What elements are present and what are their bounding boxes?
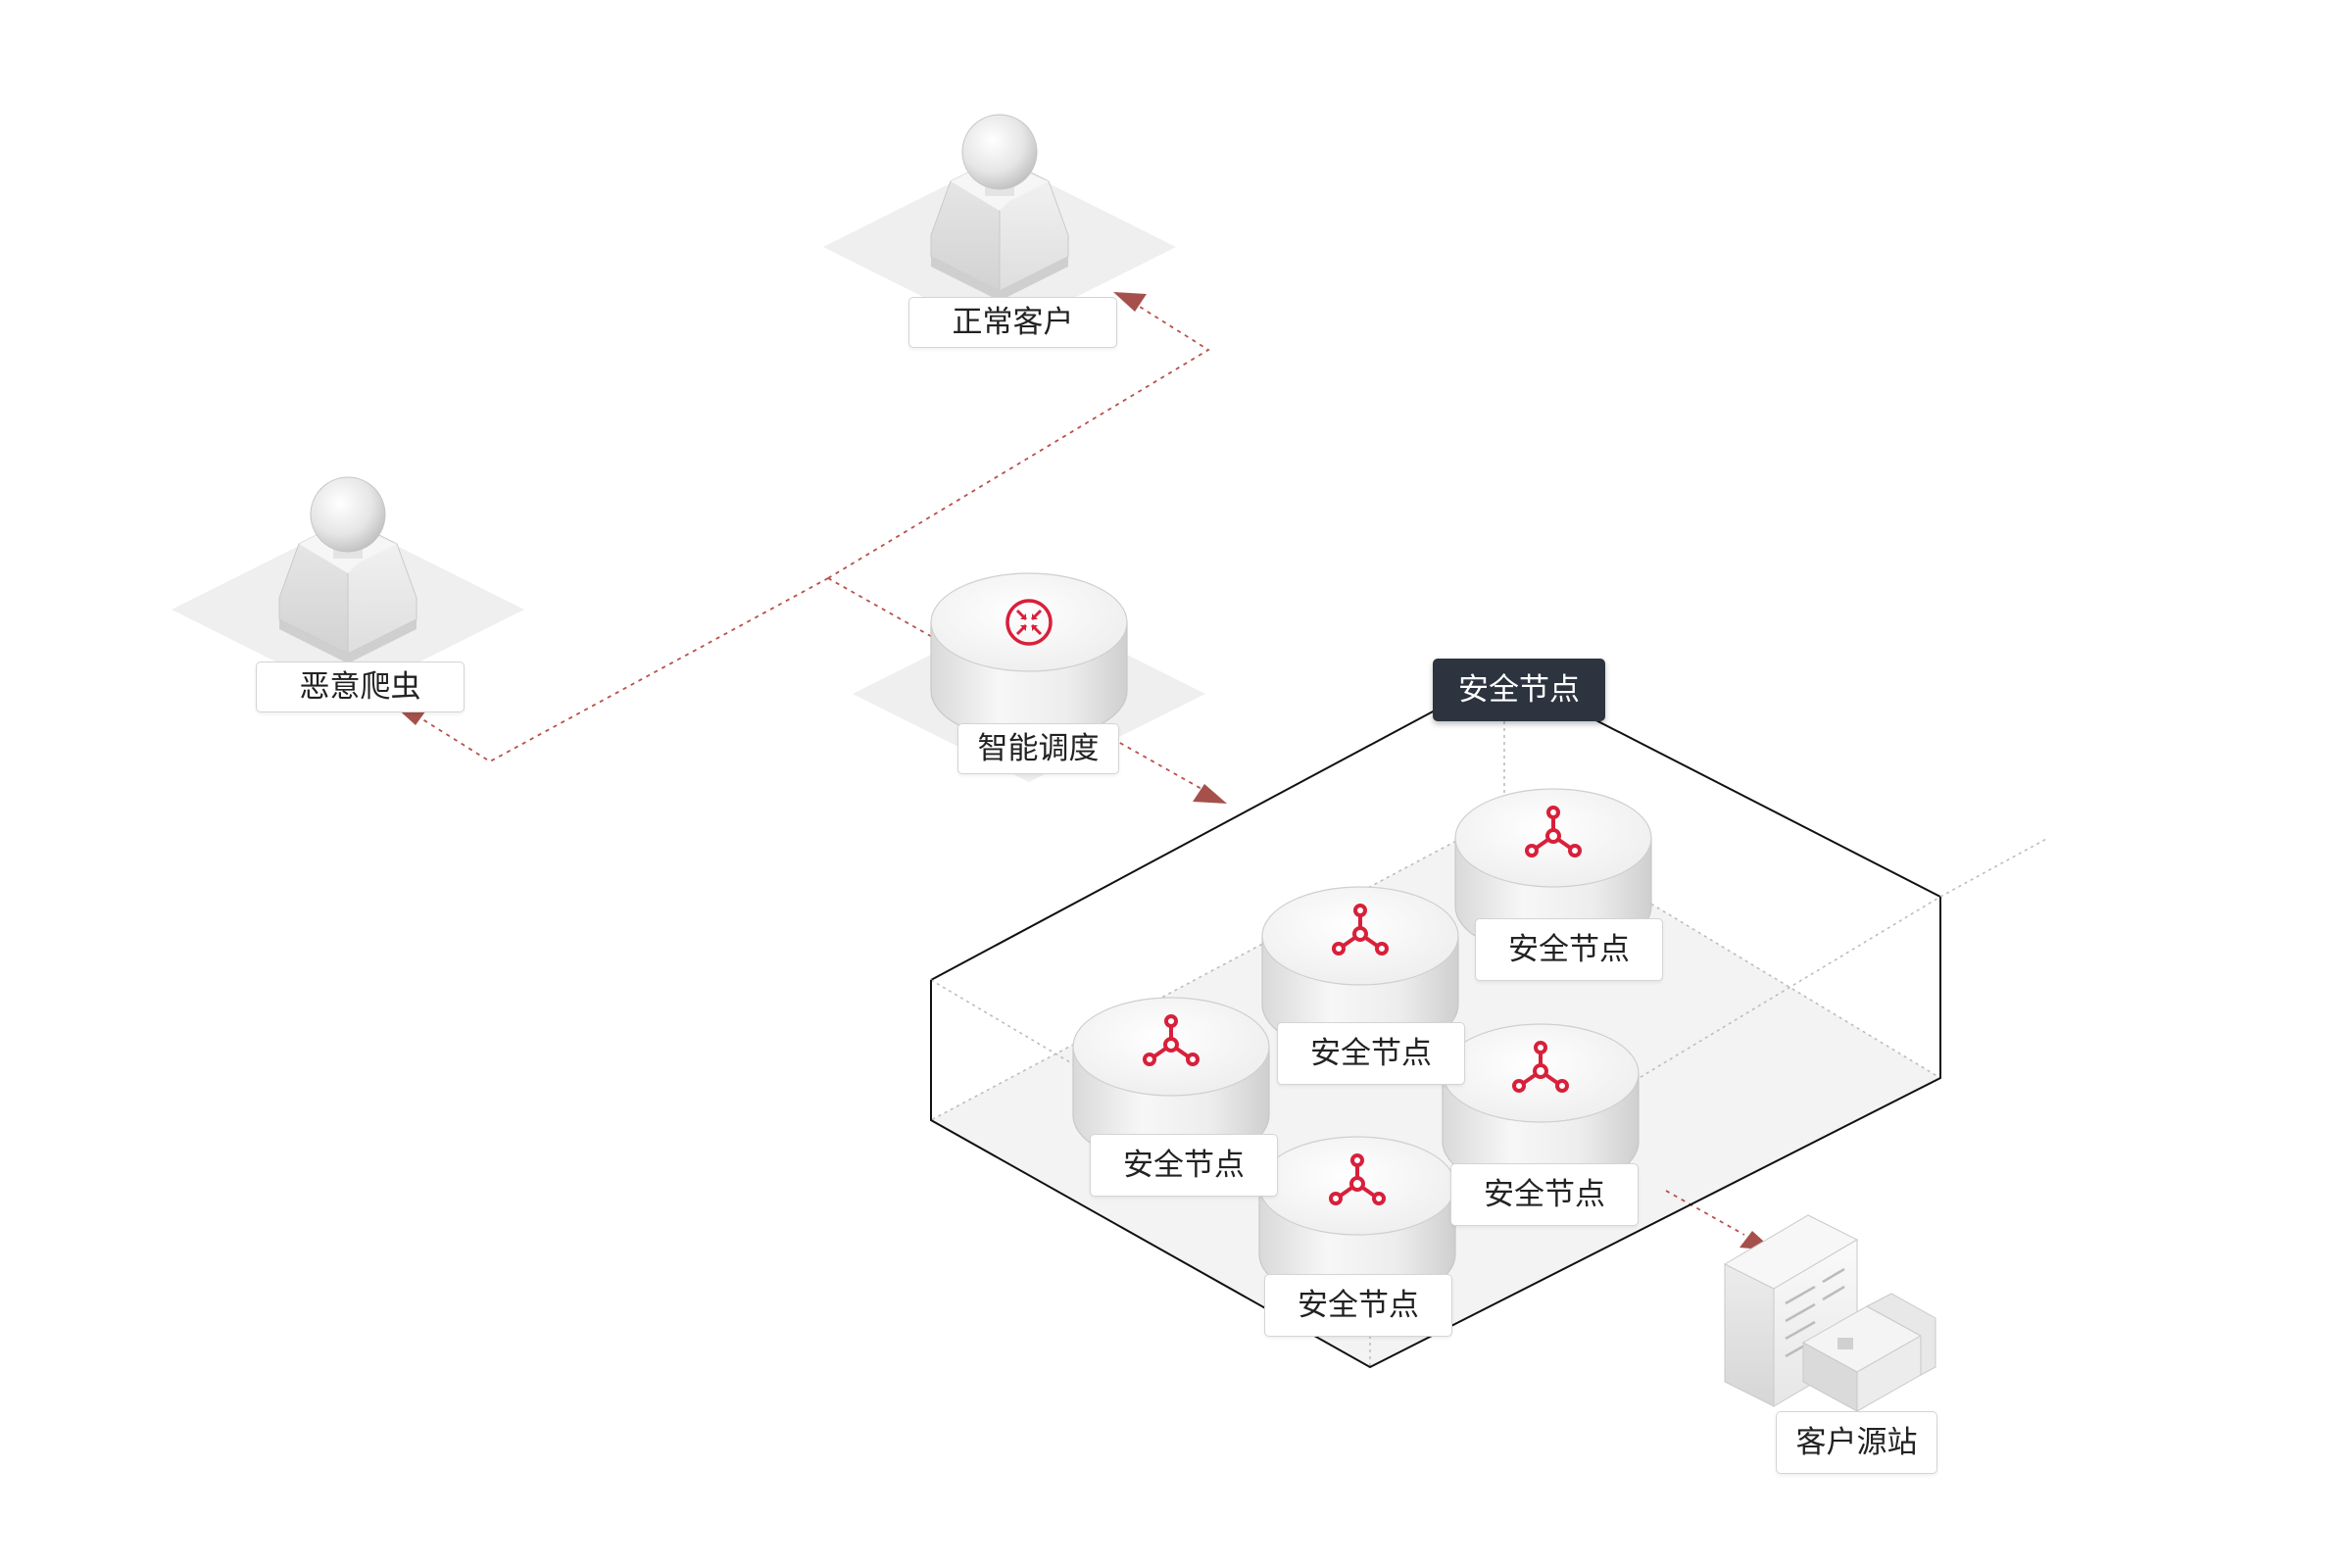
crawler-person-icon [278,476,417,663]
node-group-front-edges [930,897,1941,1369]
security-node-label-4: 安全节点 [1450,1163,1639,1226]
security-node-label-1: 安全节点 [1475,918,1663,981]
node-hub-icon [1143,1014,1200,1066]
security-node-label-2: 安全节点 [1277,1022,1465,1085]
scheduler-disk [930,572,1128,741]
server-building-icon [1723,1214,1936,1412]
flow-lines [411,301,1745,1236]
security-node-label-5: 安全节点 [1264,1274,1452,1337]
flow-nodes-to-origin [1665,1190,1745,1236]
arrowhead-nodes [1193,784,1227,804]
node-group-floor-fill [931,815,1940,1367]
malicious-crawler-label: 恶意爬虫 [256,662,465,712]
arrowhead-client [1113,292,1147,312]
node-hub-icon [1512,1041,1569,1093]
flow-to-client [827,301,1210,579]
node-hub-icon [1525,806,1582,858]
node-hub-icon [1329,1153,1386,1205]
security-node-label-3: 安全节点 [1090,1134,1278,1197]
dispatch-icon [1005,599,1053,646]
origin-site-label: 客户源站 [1776,1411,1937,1474]
security-node-group-tag: 安全节点 [1433,659,1605,721]
node-hub-icon [1332,904,1389,956]
client-person-icon [930,114,1069,301]
smart-scheduler-label: 智能调度 [957,723,1119,774]
flow-scheduler-to-nodes [827,577,1211,795]
normal-client-label: 正常客户 [908,297,1117,348]
